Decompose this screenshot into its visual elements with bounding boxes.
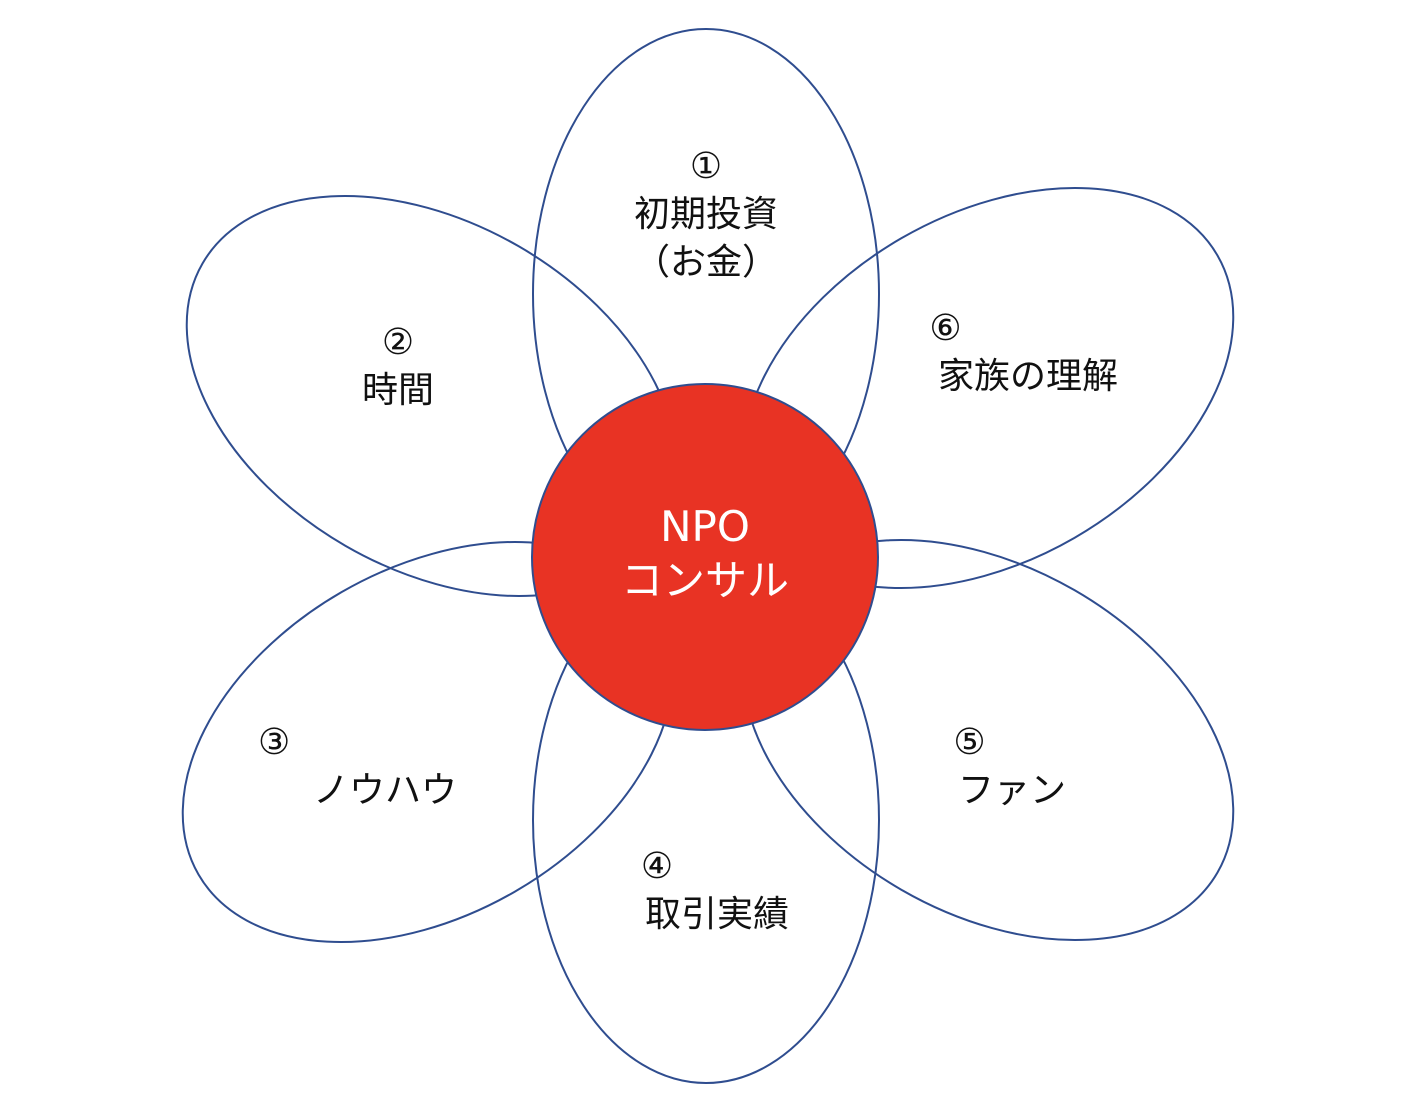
petal-label-1: ① 初期投資 （お金） [634, 143, 778, 287]
center-line2: コンサル [620, 556, 790, 605]
petal-text-2: （お金） [633, 242, 779, 283]
petal-label-3: ③ ノウハウ [258, 719, 458, 815]
petal-number: ① [689, 146, 723, 187]
petal-text: 家族の理解 [937, 356, 1119, 397]
petal-label-2: ② 時間 [362, 319, 434, 415]
petal-number: ④ [640, 846, 674, 887]
petal-number: ② [381, 322, 415, 363]
petal-text: 初期投資 [633, 194, 779, 235]
center-label: NPO コンサル [621, 500, 789, 608]
center-line1: NPO [660, 502, 750, 551]
petal-text: ファン [957, 770, 1067, 811]
petal-number: ⑥ [929, 308, 962, 349]
center-circle [531, 383, 879, 731]
petal-text: 時間 [361, 370, 435, 411]
petal-text: 取引実績 [644, 894, 790, 935]
petal-label-6: ⑥ 家族の理解 [929, 305, 1119, 401]
petal-label-4: ④ 取引実績 [641, 843, 790, 939]
petal-text: ノウハウ [312, 770, 458, 811]
petal-number: ⑤ [953, 722, 986, 763]
petal-label-5: ⑤ ファン [953, 719, 1067, 815]
petal-number: ③ [257, 722, 291, 763]
